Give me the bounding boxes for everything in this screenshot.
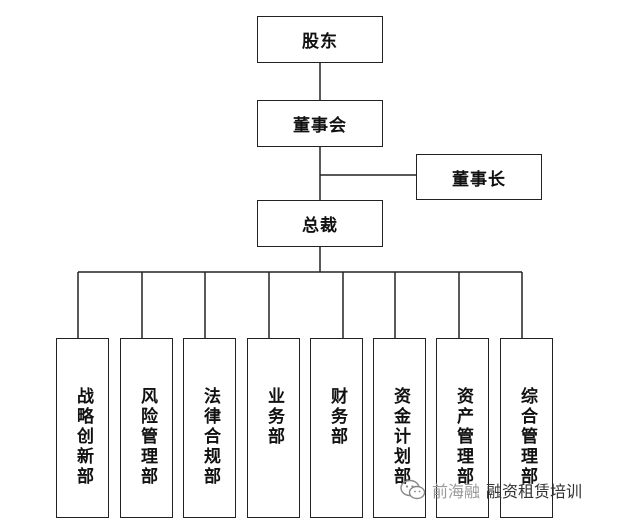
dept-business: 业务部 (247, 338, 300, 518)
watermark-faded-text: 前海融 (432, 482, 481, 501)
node-shareholders-label: 股东 (302, 32, 338, 52)
node-board: 董事会 (257, 100, 383, 147)
node-chairman: 董事长 (416, 154, 542, 200)
dept-label: 资金计划部 (390, 387, 410, 487)
node-president-label: 总裁 (302, 216, 338, 236)
dept-risk-management: 风险管理部 (120, 338, 173, 518)
node-president: 总裁 (257, 200, 383, 247)
dept-label: 风险管理部 (137, 387, 157, 487)
dept-label: 战略创新部 (73, 387, 93, 487)
dept-legal-compliance: 法律合规部 (183, 338, 236, 518)
watermark-text: 融资租赁培训 (486, 482, 583, 501)
dept-strategy-innovation: 战略创新部 (56, 338, 109, 518)
wechat-icon (400, 479, 426, 501)
watermark: 前海融 融资租赁培训 (400, 470, 638, 510)
dept-funding-planning: 资金计划部 (373, 338, 426, 518)
dept-label: 业务部 (264, 387, 284, 447)
dept-general-management: 综合管理部 (500, 338, 553, 518)
dept-label: 法律合规部 (200, 387, 220, 487)
node-shareholders: 股东 (257, 16, 383, 63)
dept-label: 综合管理部 (517, 387, 537, 487)
node-board-label: 董事会 (293, 116, 347, 136)
dept-label: 财务部 (327, 387, 347, 447)
dept-label: 资产管理部 (453, 387, 473, 487)
node-chairman-label: 董事长 (452, 169, 506, 190)
dept-finance: 财务部 (310, 338, 363, 518)
